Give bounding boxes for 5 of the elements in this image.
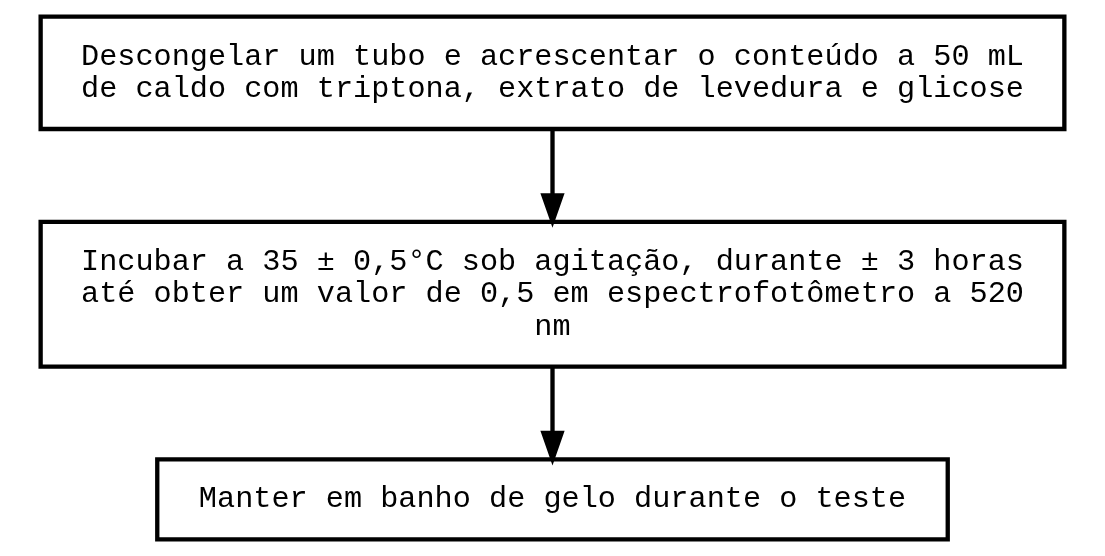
arrow — [540, 129, 565, 228]
arrow — [540, 366, 565, 466]
node-box: Descongelar um tubo e acrescentar o conteúdo a 50 mL de caldo com triptona, extrato de levedura e glicose — [38, 14, 1067, 132]
node-box: Incubar a 35 ± 0,5°C sob agitação, durante ± 3 horas até obter um valor de 0,5 em espectrofotômetro a 520 nm — [38, 219, 1067, 369]
node-box: Manter em banho de gelo durante o teste — [155, 457, 950, 542]
